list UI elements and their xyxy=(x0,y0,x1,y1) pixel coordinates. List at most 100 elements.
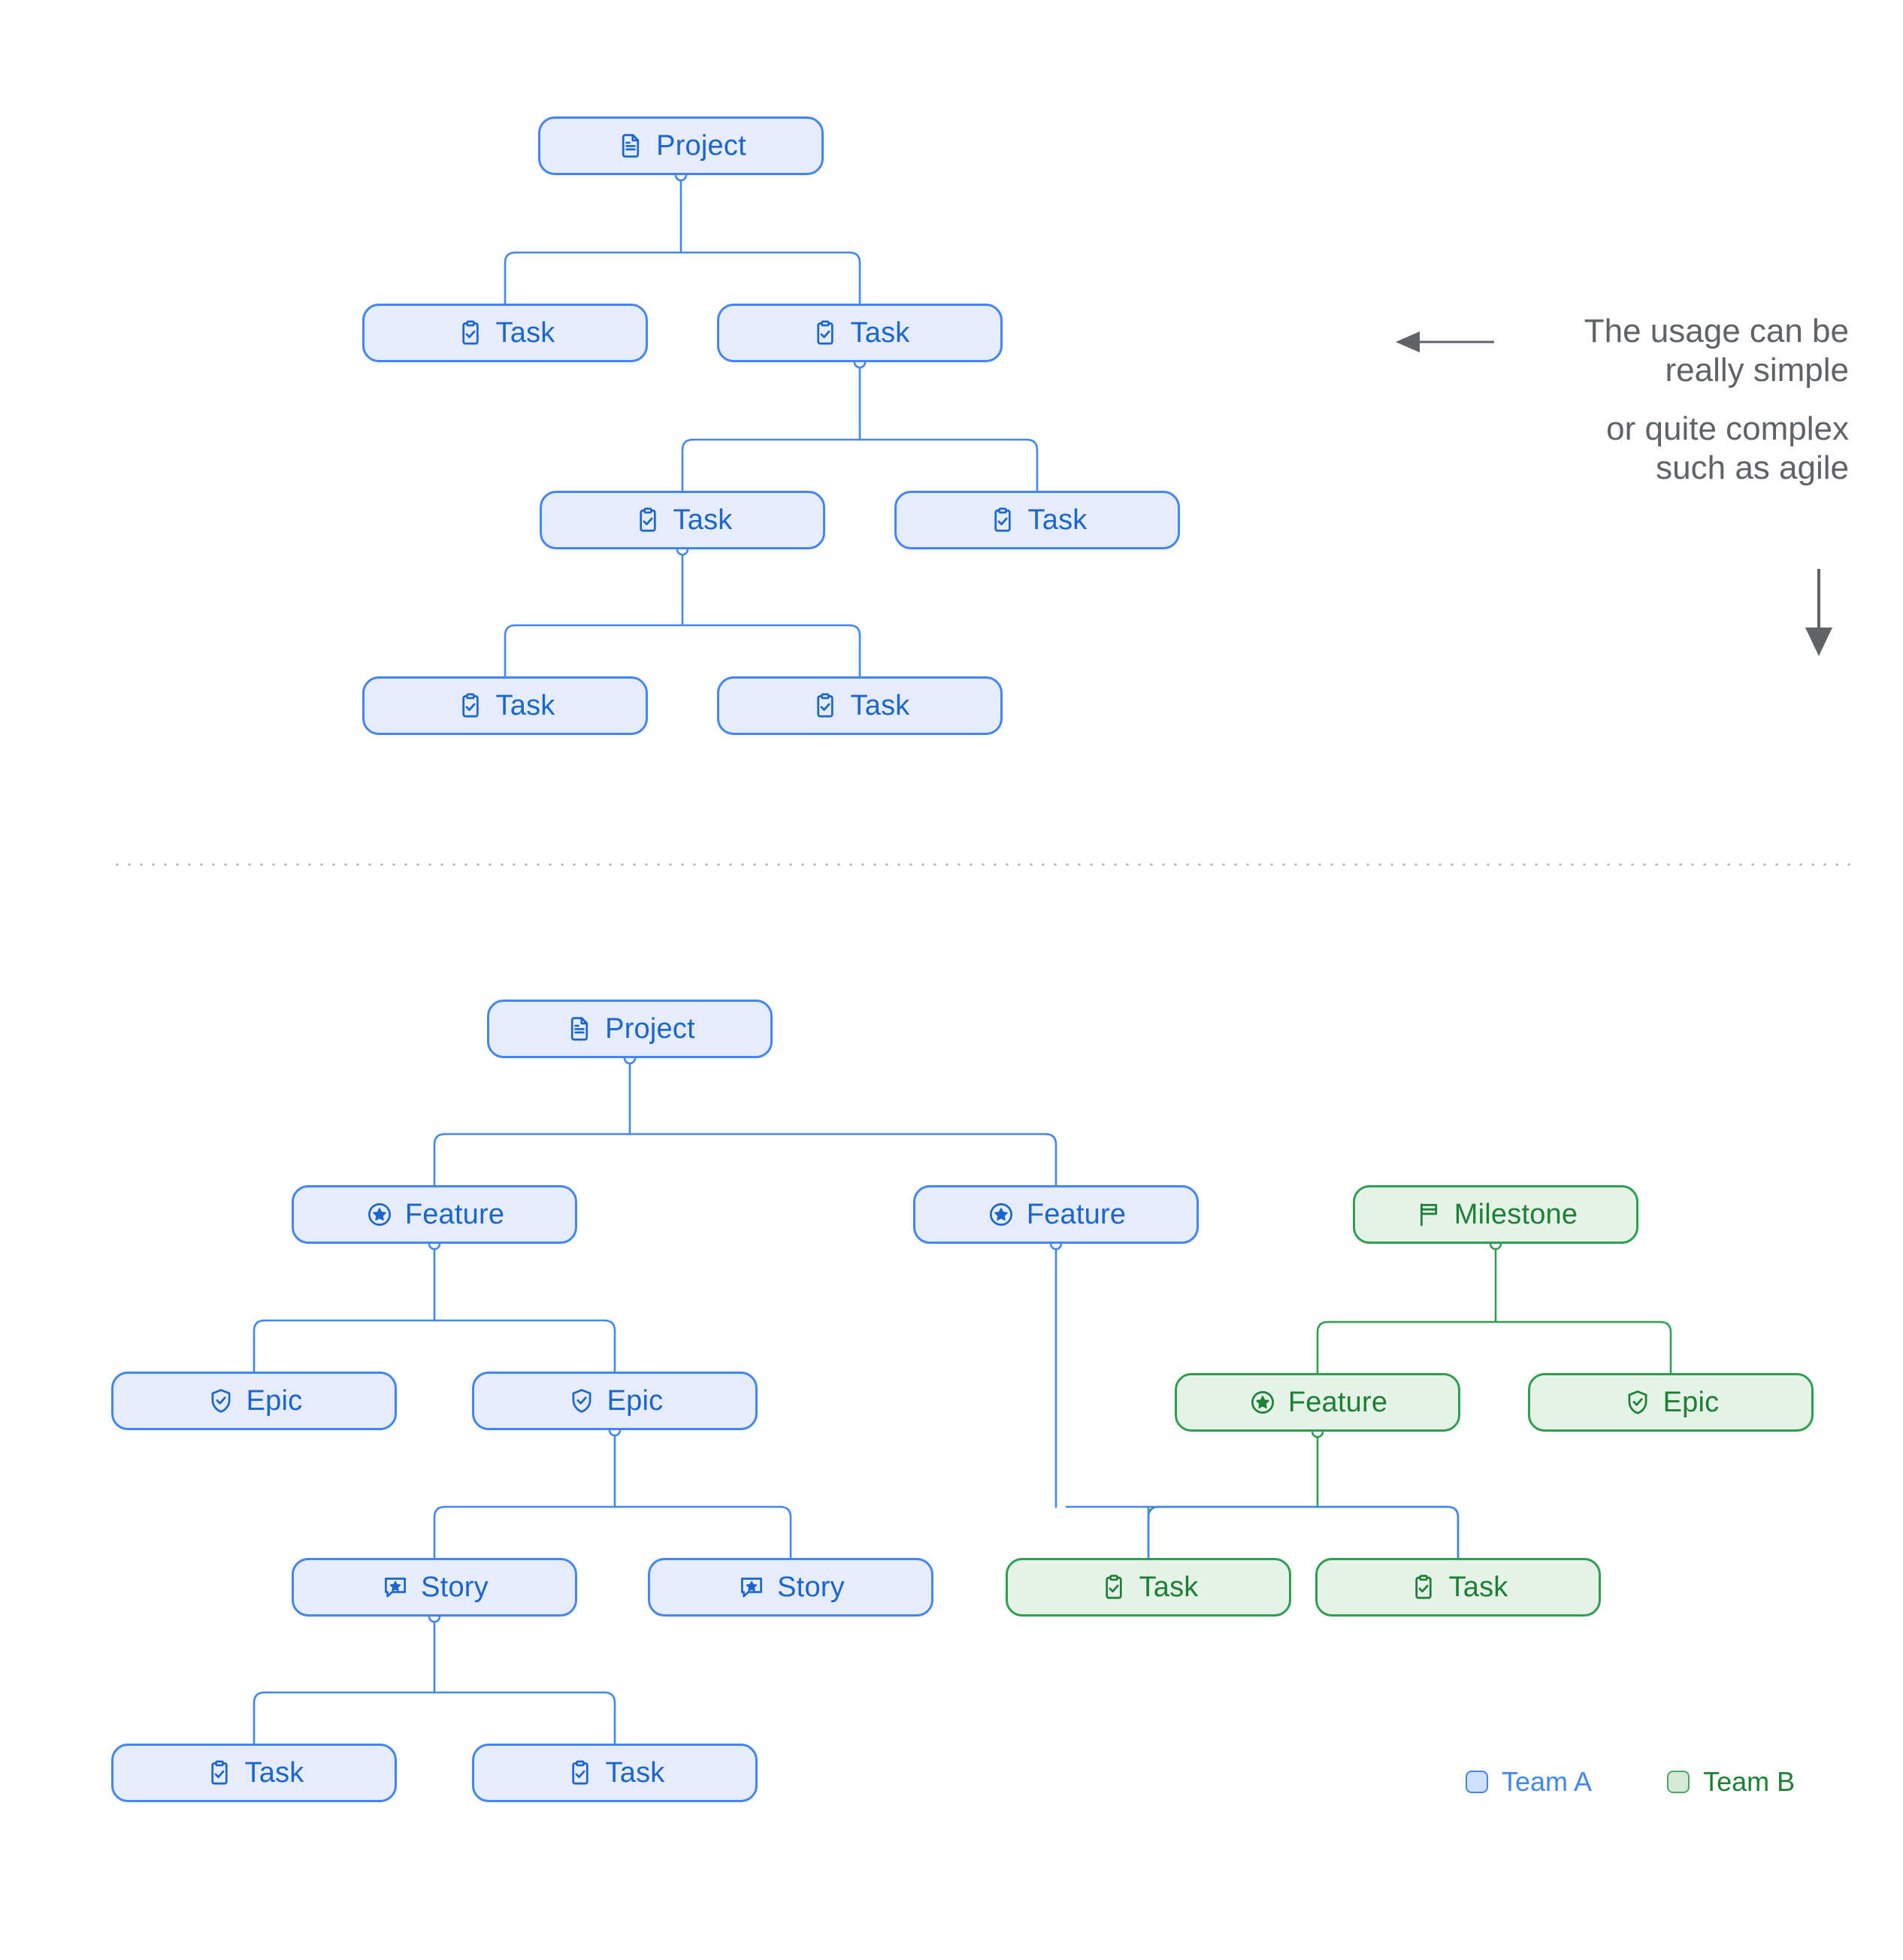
node-label: Task xyxy=(1027,504,1088,536)
annotation-line-1: The usage can be xyxy=(1584,313,1849,349)
node-label: Story xyxy=(777,1571,845,1603)
connector-path xyxy=(681,438,694,492)
section-divider xyxy=(111,863,1853,867)
connector-path xyxy=(1446,1505,1460,1559)
star-circle-icon xyxy=(986,1199,1016,1230)
clipboard-check-icon xyxy=(565,1758,595,1788)
connector-path xyxy=(848,624,861,678)
clipboard-check-icon xyxy=(988,505,1018,535)
clipboard-check-icon xyxy=(633,505,663,535)
connector-path xyxy=(1147,1505,1160,1559)
shield-check-icon xyxy=(567,1386,597,1416)
legend-item-team-a[interactable]: Team A xyxy=(1466,1766,1592,1798)
node-epic-a-epic-2[interactable]: Epic xyxy=(472,1372,758,1430)
node-task-a-task-1[interactable]: Task xyxy=(1006,1558,1291,1617)
connector-path xyxy=(253,1319,266,1373)
arrow-down-icon xyxy=(1805,569,1832,656)
flag-icon xyxy=(1414,1199,1444,1230)
clipboard-check-icon xyxy=(810,318,840,348)
node-label: Story xyxy=(421,1571,489,1603)
annotation-paragraph-1: The usage can be really simple xyxy=(1398,312,1849,390)
legend-label: Team A xyxy=(1502,1766,1593,1797)
node-label: Task xyxy=(244,1756,304,1789)
node-label: Feature xyxy=(1287,1386,1388,1418)
node-story-a-story-1[interactable]: Story xyxy=(292,1558,577,1617)
node-label: Task xyxy=(673,504,733,536)
connector-path xyxy=(253,1691,266,1745)
node-label: Task xyxy=(1139,1571,1199,1603)
connector-path xyxy=(504,251,517,305)
node-label: Project xyxy=(656,129,746,162)
node-feature-a-feature-1[interactable]: Feature xyxy=(292,1185,577,1244)
node-label: Project xyxy=(605,1012,695,1045)
connector-path xyxy=(1446,1505,1460,1559)
node-story-a-story-2[interactable]: Story xyxy=(648,1558,933,1617)
clipboard-check-icon xyxy=(455,318,486,348)
node-label: Task xyxy=(605,1756,665,1789)
connector-path xyxy=(603,1691,616,1745)
node-project-a-project[interactable]: Project xyxy=(487,1000,773,1058)
node-label: Task xyxy=(850,689,910,721)
arrow-left-icon xyxy=(1396,331,1494,352)
annotation-paragraph-2: or quite complex such as agile xyxy=(1398,410,1849,488)
connector-path xyxy=(1044,1133,1057,1187)
node-label: Epic xyxy=(246,1384,303,1417)
connector-path xyxy=(1025,438,1039,492)
annotation-line-4: such as agile xyxy=(1656,449,1849,486)
node-project-s-project[interactable]: Project xyxy=(538,116,824,175)
node-label: Task xyxy=(850,316,910,349)
annotation-line-2: really simple xyxy=(1665,351,1849,389)
comment-star-icon xyxy=(380,1572,410,1602)
node-label: Task xyxy=(495,689,555,721)
node-epic-a-epic-1[interactable]: Epic xyxy=(111,1372,397,1430)
node-task-a-task-3[interactable]: Task xyxy=(111,1744,397,1802)
connector-path xyxy=(433,1505,446,1559)
node-task-s-task-4[interactable]: Task xyxy=(894,491,1180,549)
node-milestone-a-milestone[interactable]: Milestone xyxy=(1353,1185,1638,1244)
connector-path xyxy=(1659,1320,1672,1375)
comment-star-icon xyxy=(737,1572,767,1602)
node-label: Task xyxy=(1448,1571,1508,1603)
node-task-s-task-2[interactable]: Task xyxy=(717,304,1003,362)
node-label: Feature xyxy=(404,1198,505,1230)
connector-path xyxy=(1316,1320,1330,1375)
node-task-s-task-3[interactable]: Task xyxy=(540,491,825,549)
connector-path xyxy=(433,1133,446,1187)
connector-path xyxy=(504,624,517,678)
clipboard-check-icon xyxy=(455,691,486,721)
star-circle-icon xyxy=(365,1199,395,1230)
node-feature-a-feature-3[interactable]: Feature xyxy=(1175,1373,1460,1432)
square-swatch-icon xyxy=(1667,1771,1690,1793)
node-task-s-task-6[interactable]: Task xyxy=(717,676,1003,735)
star-circle-icon xyxy=(1248,1387,1278,1417)
document-icon xyxy=(564,1014,594,1044)
node-task-s-task-1[interactable]: Task xyxy=(362,304,648,362)
clipboard-check-icon xyxy=(204,1758,234,1788)
node-task-a-task-4[interactable]: Task xyxy=(472,1744,758,1802)
shield-check-icon xyxy=(206,1386,236,1416)
node-label: Epic xyxy=(607,1384,664,1417)
node-label: Feature xyxy=(1026,1198,1127,1230)
node-label: Milestone xyxy=(1454,1198,1578,1230)
node-label: Task xyxy=(495,316,555,349)
node-feature-a-feature-2[interactable]: Feature xyxy=(913,1185,1199,1244)
legend-label: Team B xyxy=(1703,1766,1796,1797)
connector-path xyxy=(848,251,861,305)
legend: Team A Team B xyxy=(1466,1766,1795,1798)
connector-path xyxy=(779,1505,792,1559)
square-swatch-icon xyxy=(1466,1771,1488,1793)
node-label: Epic xyxy=(1662,1386,1720,1418)
node-task-a-task-2[interactable]: Task xyxy=(1315,1558,1601,1617)
node-epic-a-epic-3[interactable]: Epic xyxy=(1528,1373,1814,1432)
shield-check-icon xyxy=(1623,1387,1653,1417)
document-icon xyxy=(616,131,646,161)
connector-path xyxy=(603,1319,616,1373)
annotation-line-3: or quite complex xyxy=(1606,410,1849,447)
node-task-s-task-5[interactable]: Task xyxy=(362,676,648,735)
clipboard-check-icon xyxy=(1408,1572,1439,1602)
legend-item-team-b[interactable]: Team B xyxy=(1667,1766,1795,1798)
clipboard-check-icon xyxy=(810,691,840,721)
annotation-text: The usage can be really simple or quite … xyxy=(1398,312,1849,507)
